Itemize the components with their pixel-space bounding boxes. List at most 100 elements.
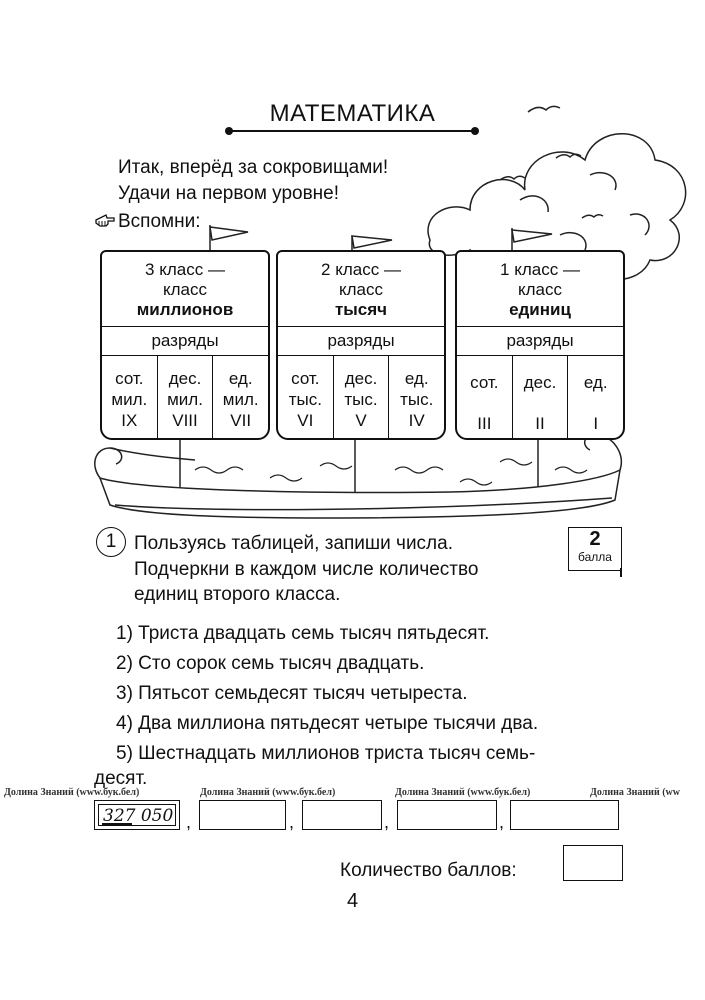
task-instruction-2: Подчеркни в каждом числе количество [134, 559, 479, 580]
water-waves [194, 458, 588, 486]
intro-line-1: Итак, вперёд за сокровищами! [118, 157, 389, 178]
sail-class-1: 1 класс — класс единиц разряды сот. III … [455, 250, 625, 440]
mast-flags [179, 225, 553, 492]
sail-razryady: разряды [102, 326, 268, 356]
seagull-drawings [499, 105, 604, 219]
sail-class-name: миллионов [136, 300, 234, 319]
rank-column: ед. мил. VII [213, 356, 268, 438]
sail-columns: сот. III дес. II ед. I [457, 356, 623, 438]
score-label: Количество баллов: [340, 860, 517, 881]
watermark: Долина Знаний (ww [590, 787, 680, 798]
comma: , [499, 812, 505, 832]
rank-unit: сот. [291, 369, 320, 388]
points-badge: 2 балла [568, 527, 622, 571]
page-number: 4 [346, 890, 359, 912]
watermark: Долина Знаний (www.бук.бел) [4, 787, 140, 798]
rank-class [513, 393, 568, 413]
watermark: Долина Знаний (www.бук.бел) [200, 787, 336, 798]
task-instruction-1: Пользуясь таблицей, запиши числа. [134, 533, 453, 554]
exercise-item-5: 5) Шестнадцать миллионов триста тысяч се… [116, 743, 536, 764]
sail-class-name: единиц [509, 300, 571, 319]
answer-box-3[interactable] [302, 800, 382, 830]
ship-illustration [94, 105, 687, 519]
points-tick [620, 568, 622, 577]
rule-dot-right [471, 127, 479, 135]
rank-class: тыс. [344, 390, 378, 409]
comma: , [384, 812, 390, 832]
exercise-item-1: 1) Триста двадцать семь тысяч пятьдесят. [116, 623, 490, 644]
rank-class [568, 393, 623, 413]
remember-label: Вспомни: [118, 211, 201, 232]
answer-handwritten: 327 050 [98, 804, 176, 826]
sail-class-3: 3 класс — класс миллионов разряды сот. м… [100, 250, 270, 440]
rank-numeral: IX [121, 411, 138, 430]
answer-rest-part: 050 [135, 806, 174, 826]
rank-unit: сот. [115, 369, 144, 388]
sail-class-word: класс [517, 280, 562, 299]
rank-numeral: I [593, 414, 599, 433]
sail-class-word: класс [338, 280, 383, 299]
comma: , [289, 812, 295, 832]
exercise-item-3: 3) Пятьсот семьдесят тысяч четыреста. [116, 683, 468, 704]
answer-box-2[interactable] [199, 800, 286, 830]
rank-column: дес. II [513, 356, 569, 438]
rank-column: сот. мил. IX [102, 356, 158, 438]
rule-dot-left [225, 127, 233, 135]
sail-class-3-header: 3 класс — класс миллионов [102, 252, 268, 326]
rank-unit: ед. [404, 369, 429, 388]
rank-numeral: VI [297, 411, 314, 430]
sail-class-1-header: 1 класс — класс единиц [457, 252, 623, 326]
score-box[interactable] [563, 845, 623, 881]
pointing-hand-icon [95, 214, 115, 227]
rank-column: ед. тыс. IV [389, 356, 444, 438]
answer-box-1[interactable]: 327 050 [94, 800, 180, 830]
sail-razryady: разряды [278, 326, 444, 356]
rank-class: мил. [222, 390, 259, 409]
rank-column: дес. мил. VIII [158, 356, 214, 438]
rank-column: ед. I [568, 356, 623, 438]
rank-column: сот. тыс. VI [278, 356, 334, 438]
rank-unit: ед. [228, 369, 253, 388]
remember-heading: Вспомни: [94, 211, 200, 233]
task-instruction-3: единиц второго класса. [134, 584, 341, 605]
sail-class-line: 3 класс — [145, 260, 225, 279]
exercise-item-5-cont: десят. [94, 768, 148, 789]
sail-razryady: разряды [457, 326, 623, 356]
rank-unit: дес. [168, 369, 202, 388]
rank-numeral: IV [408, 411, 425, 430]
intro-line-2: Удачи на первом уровне! [118, 183, 340, 204]
points-value: 2 [589, 528, 601, 550]
sail-class-line: 2 класс — [321, 260, 401, 279]
sail-class-2: 2 класс — класс тысяч разряды сот. тыс. … [276, 250, 446, 440]
sail-class-2-header: 2 класс — класс тысяч [278, 252, 444, 326]
rank-class: мил. [111, 390, 148, 409]
rank-unit: ед. [583, 373, 608, 392]
exercise-item-2: 2) Сто сорок семь тысяч двадцать. [116, 653, 425, 674]
points-unit: балла [578, 550, 612, 564]
rank-numeral: III [477, 414, 492, 433]
rank-class: мил. [167, 390, 203, 409]
answer-box-4[interactable] [397, 800, 497, 830]
rank-class: тыс. [400, 390, 434, 409]
task-number: 1 [96, 527, 126, 557]
rank-unit: сот. [470, 373, 499, 392]
sail-columns: сот. тыс. VI дес. тыс. V ед. тыс. IV [278, 356, 444, 438]
answer-underlined-part: 327 [103, 806, 136, 826]
title-underline [225, 127, 479, 135]
answer-underline [102, 823, 132, 825]
rank-unit: дес. [523, 373, 557, 392]
rank-numeral: V [355, 411, 367, 430]
rank-unit: дес. [344, 369, 378, 388]
sail-class-line: 1 класс — [500, 260, 580, 279]
sail-columns: сот. мил. IX дес. мил. VIII ед. мил. VII [102, 356, 268, 438]
answer-box-5[interactable] [510, 800, 619, 830]
watermark: Долина Знаний (www.бук.бел) [395, 787, 531, 798]
rank-numeral: VIII [172, 411, 198, 430]
rank-numeral: II [535, 414, 545, 433]
sail-class-word: класс [162, 280, 207, 299]
rank-column: дес. тыс. V [334, 356, 390, 438]
rank-numeral: VII [230, 411, 252, 430]
sail-class-name: тысяч [334, 300, 388, 319]
exercise-item-4: 4) Два миллиона пятьдесят четыре тысячи … [116, 713, 539, 734]
comma: , [186, 812, 192, 832]
